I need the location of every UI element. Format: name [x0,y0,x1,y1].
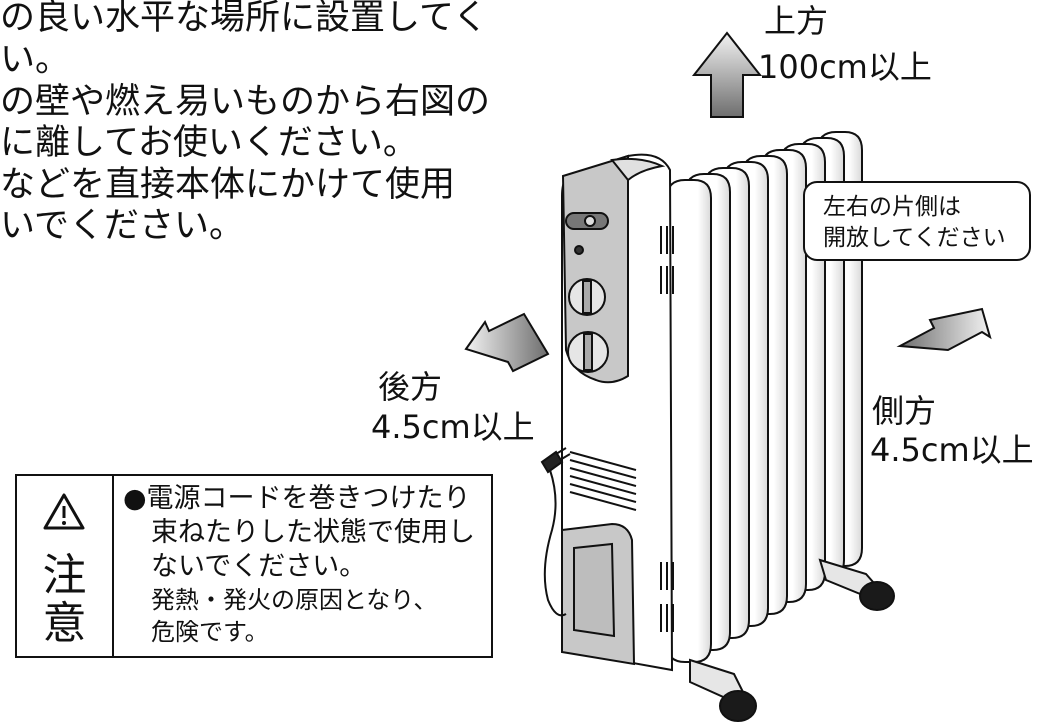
top-distance-label: 100cm以上 [758,48,932,86]
back-arrow-icon [464,312,550,373]
caution-word: 意 [42,598,87,649]
caution-box: 注 意 ●電源コードを巻きつけたり 束ねたりした状態で使用し ないでください。 … [15,474,493,658]
top-direction-label: 上方 [764,2,829,40]
back-distance-label: 4.5cm以上 [371,408,535,446]
heater-front-panel [561,153,674,672]
caution-bullet-line: ●電源コードを巻きつけたり [123,483,471,514]
intro-line: に離してお使いください。 [0,123,418,163]
side-open-callout: 左右の片側は 開放してください [803,181,1031,261]
side-direction-label: 側方 [872,392,937,430]
intro-line: い。 [0,40,71,80]
warning-triangle-icon [43,493,85,530]
caution-note-line: 発熱・発火の原因となり、 [151,586,438,614]
side-distance-label: 4.5cm以上 [870,431,1034,469]
intro-line: などを直接本体にかけて使用 [0,165,456,205]
caution-note-line: 危険です。 [151,618,269,646]
caution-bullet-line: 束ねたりした状態で使用し [151,517,475,548]
heater-casters [689,558,895,722]
intro-line: いでください。 [0,206,244,246]
up-arrow-icon [691,31,763,118]
power-cord [540,447,571,617]
vent-slots [569,226,674,632]
caution-text: ●電源コードを巻きつけたり 束ねたりした状態で使用し ないでください。 発熱・発… [123,482,475,648]
caution-word: 注 [42,550,87,601]
side-arrow-icon [896,307,992,352]
caution-label: 注 意 [17,476,114,656]
intro-line: の壁や燃え易いものから右図の [0,82,491,122]
back-direction-label: 後方 [378,368,443,406]
caution-bullet-line: ないでください。 [151,551,367,582]
intro-line: の良い水平な場所に設置してく [0,0,488,38]
callout-line: 開放してください [823,225,1006,251]
callout-line: 左右の片側は [823,194,961,220]
